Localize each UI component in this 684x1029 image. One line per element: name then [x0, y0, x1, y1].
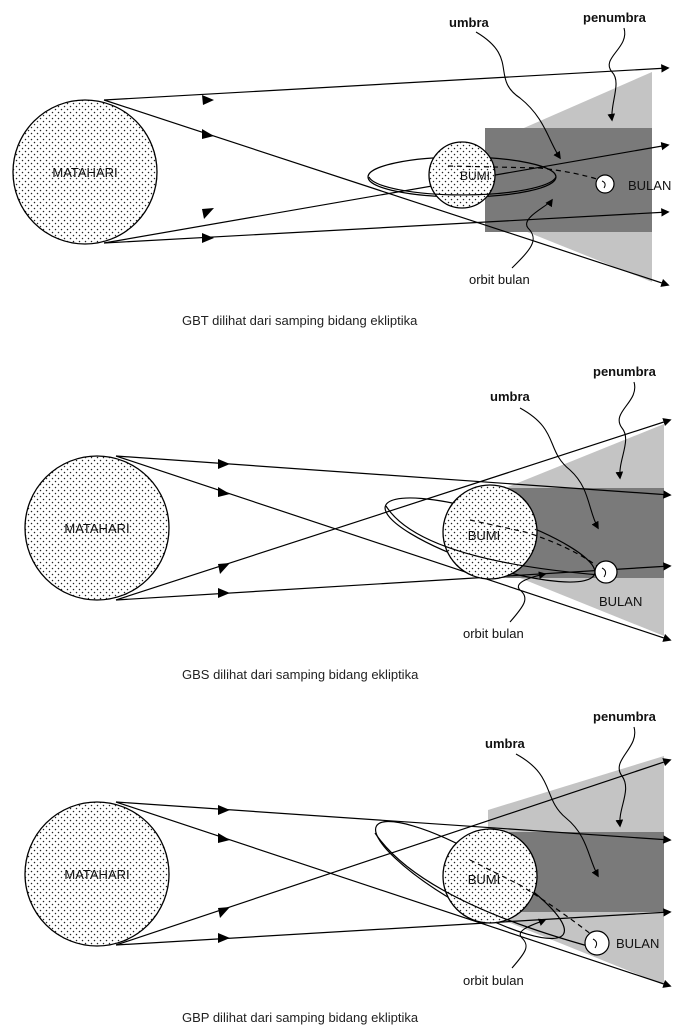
- moon-mark: [601, 567, 607, 578]
- earth: [428, 141, 496, 209]
- ray-arrowhead: [202, 95, 214, 105]
- ray-arrowhead: [218, 933, 230, 943]
- light-ray: [115, 758, 672, 946]
- light-ray: [115, 801, 672, 844]
- earth-label: BUMI: [468, 528, 501, 543]
- earth-label: BUMI: [468, 872, 501, 887]
- ray-arrowhead: [202, 208, 214, 219]
- moon-path-dashed: [447, 165, 601, 181]
- umbra-label: umbra: [490, 389, 531, 404]
- umbra-pointer: [519, 407, 599, 530]
- moon-label: BULAN: [599, 594, 642, 609]
- ray-arrowhead: [202, 129, 214, 139]
- ray-arrowhead: [218, 563, 230, 574]
- moon-orbit-front: [374, 832, 596, 949]
- caption: GBS dilihat dari samping bidang ekliptik…: [182, 667, 419, 682]
- umbra-pointer: [475, 31, 561, 160]
- caption: GBT dilihat dari samping bidang ekliptik…: [182, 313, 418, 328]
- orbit-label: orbit bulan: [463, 626, 524, 641]
- diagram-gbt: MATAHARI BUMI BULAN umbra penumbra orbit…: [12, 10, 671, 328]
- moon-mark: [601, 180, 606, 189]
- moon-path-dashed: [469, 859, 593, 936]
- earth: [442, 828, 538, 924]
- ray-arrowhead: [218, 907, 230, 918]
- diagram-gbp: MATAHARI BUMI BULAN umbra penumbra orbit…: [24, 709, 672, 1025]
- light-ray: [115, 562, 672, 601]
- earth: [442, 484, 538, 580]
- diagram-gbs: MATAHARI BUMI BULAN umbra penumbra orbit…: [24, 364, 672, 682]
- penumbra-pointer: [615, 726, 636, 828]
- light-ray: [115, 455, 672, 499]
- light-ray: [103, 64, 670, 101]
- light-ray: [115, 455, 672, 642]
- penumbra-pointer: [615, 381, 636, 480]
- orbit-pointer: [511, 918, 547, 969]
- ray-arrowhead: [218, 805, 230, 815]
- light-ray: [103, 99, 670, 287]
- umbra-region: [485, 128, 652, 232]
- orbit-label: orbit bulan: [469, 272, 530, 287]
- ray-arrowhead: [218, 588, 230, 598]
- caption: GBP dilihat dari samping bidang ekliptik…: [182, 1010, 419, 1025]
- sun-label: MATAHARI: [64, 521, 129, 536]
- moon-label: BULAN: [628, 178, 671, 193]
- light-ray: [103, 208, 670, 244]
- umbra-label: umbra: [449, 15, 490, 30]
- moon-label: BULAN: [616, 936, 659, 951]
- orbit-pointer: [509, 571, 547, 623]
- earth-label: BUMI: [460, 169, 490, 183]
- light-ray: [115, 801, 672, 988]
- moon-orbit-front: [385, 505, 601, 576]
- moon-mark: [592, 938, 598, 949]
- umbra-label: umbra: [485, 736, 526, 751]
- light-ray: [103, 142, 670, 244]
- penumbra-label: penumbra: [593, 364, 657, 379]
- sun: [24, 801, 170, 947]
- ray-arrowhead: [218, 487, 230, 497]
- sun-label: MATAHARI: [64, 867, 129, 882]
- ray-arrowhead: [218, 459, 230, 469]
- sun-label: MATAHARI: [52, 165, 117, 180]
- sun: [12, 99, 158, 245]
- ray-arrowhead: [218, 833, 230, 843]
- moon-path-dashed: [469, 519, 601, 569]
- light-ray: [115, 908, 672, 946]
- sun: [24, 455, 170, 601]
- light-ray: [115, 418, 672, 601]
- orbit-pointer: [511, 198, 553, 269]
- penumbra-pointer: [607, 27, 626, 122]
- moon-orbit-front: [368, 176, 557, 196]
- ray-arrowhead: [202, 233, 214, 243]
- penumbra-label: penumbra: [593, 709, 657, 724]
- umbra-pointer: [515, 753, 599, 878]
- penumbra-label: penumbra: [583, 10, 647, 25]
- orbit-label: orbit bulan: [463, 973, 524, 988]
